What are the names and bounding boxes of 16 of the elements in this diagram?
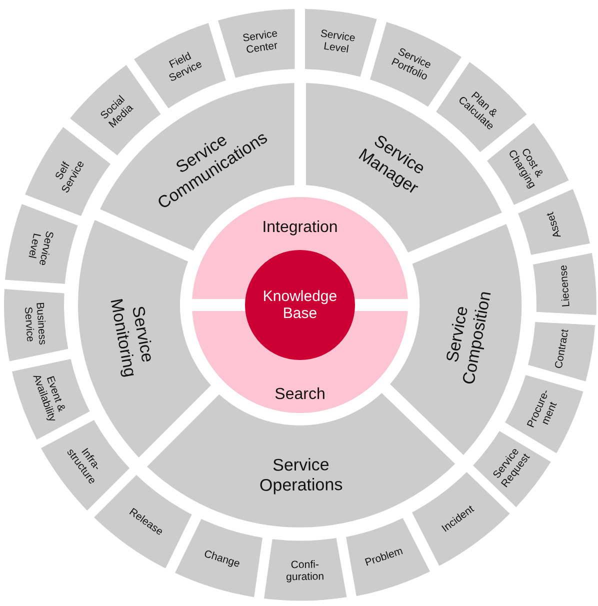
segment-label: Contract: [553, 328, 572, 370]
circle-label: Knowledge Base: [262, 288, 338, 322]
segment-label: Asset: [544, 210, 564, 240]
segment-label: Business Service: [20, 300, 48, 347]
segment-label: Service Level: [24, 229, 57, 270]
circle-label: Integration: [262, 218, 338, 238]
circle-label: Search: [274, 386, 326, 404]
segment-label: Service Center: [240, 26, 280, 58]
segment-label: Service Level: [318, 26, 357, 57]
segment-label: Service Monitoring: [106, 296, 158, 380]
segment-label: Service Operations: [258, 454, 344, 496]
segment-label: Confi-guration: [284, 558, 325, 584]
segment-label: Change: [202, 548, 242, 570]
segment-label: Service Composition: [442, 288, 496, 388]
segment-label: Liecense: [558, 265, 573, 308]
segment-label: Problem: [364, 545, 405, 570]
